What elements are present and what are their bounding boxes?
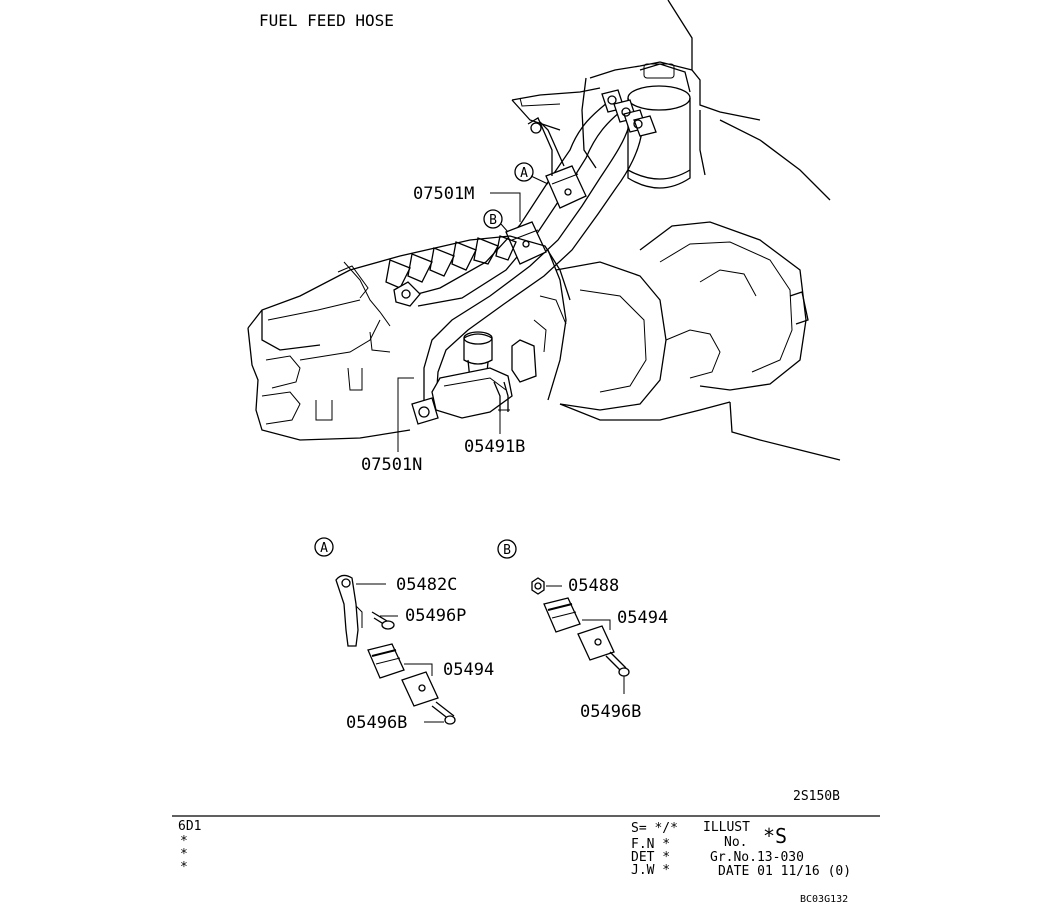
fuel-hoses-drawing [409, 89, 657, 403]
part-label-05496B-b: 05496B [580, 702, 641, 722]
engine-block-drawing [511, 0, 831, 201]
detail-b: B 05488 05494 05496B [497, 539, 668, 722]
detail-a: A 05482C 05496P 05494 05496B [314, 537, 494, 733]
svg-text:Gr.No.13-030: Gr.No.13-030 [710, 850, 804, 865]
svg-text:*: * [180, 834, 188, 849]
part-label-05491B: 05491B [464, 437, 525, 457]
part-label-05494-b: 05494 [617, 608, 668, 628]
drawing-code: 2S150B [793, 789, 840, 804]
part-label-07501N: 07501N [361, 455, 422, 475]
injection-pump-drawing [247, 235, 571, 441]
part-label-05496B-a: 05496B [346, 713, 407, 733]
svg-text:DATE 01 11/16 (0): DATE 01 11/16 (0) [718, 864, 851, 879]
svg-text:B: B [489, 213, 497, 228]
flywheel-housing-drawing [539, 221, 841, 461]
svg-text:*S: *S [763, 824, 787, 848]
hose-clamp-a-drawing [527, 117, 587, 209]
svg-text:BC03G132: BC03G132 [800, 894, 848, 903]
svg-text:*: * [180, 847, 188, 862]
part-label-07501M: 07501M [413, 184, 474, 204]
footer-right: S= */* F.N * DET * J.W * ILLUST No. *S G… [631, 820, 851, 903]
callout-a: A [514, 162, 549, 185]
footer-left: 6D1 * * * [178, 819, 201, 875]
svg-text:DET *: DET * [631, 850, 670, 865]
svg-text:S= */*: S= */* [631, 821, 678, 836]
svg-text:B: B [503, 543, 511, 558]
part-label-05496P: 05496P [405, 606, 466, 626]
svg-text:A: A [320, 541, 328, 556]
fuel-filter-drawing [627, 63, 691, 189]
svg-text:ILLUST: ILLUST [703, 820, 750, 835]
callout-b: B [483, 209, 509, 233]
part-label-05488: 05488 [568, 576, 619, 596]
svg-text:A: A [520, 166, 528, 181]
svg-text:6D1: 6D1 [178, 819, 201, 834]
feed-pump-drawing [411, 331, 513, 425]
svg-text:*: * [180, 860, 188, 875]
part-label-05482C: 05482C [396, 575, 457, 595]
svg-text:F.N *: F.N * [631, 837, 670, 852]
svg-text:J.W *: J.W * [631, 863, 670, 878]
part-label-05494-a: 05494 [443, 660, 494, 680]
diagram-title: FUEL FEED HOSE [259, 11, 394, 30]
svg-text:No.: No. [724, 835, 747, 850]
